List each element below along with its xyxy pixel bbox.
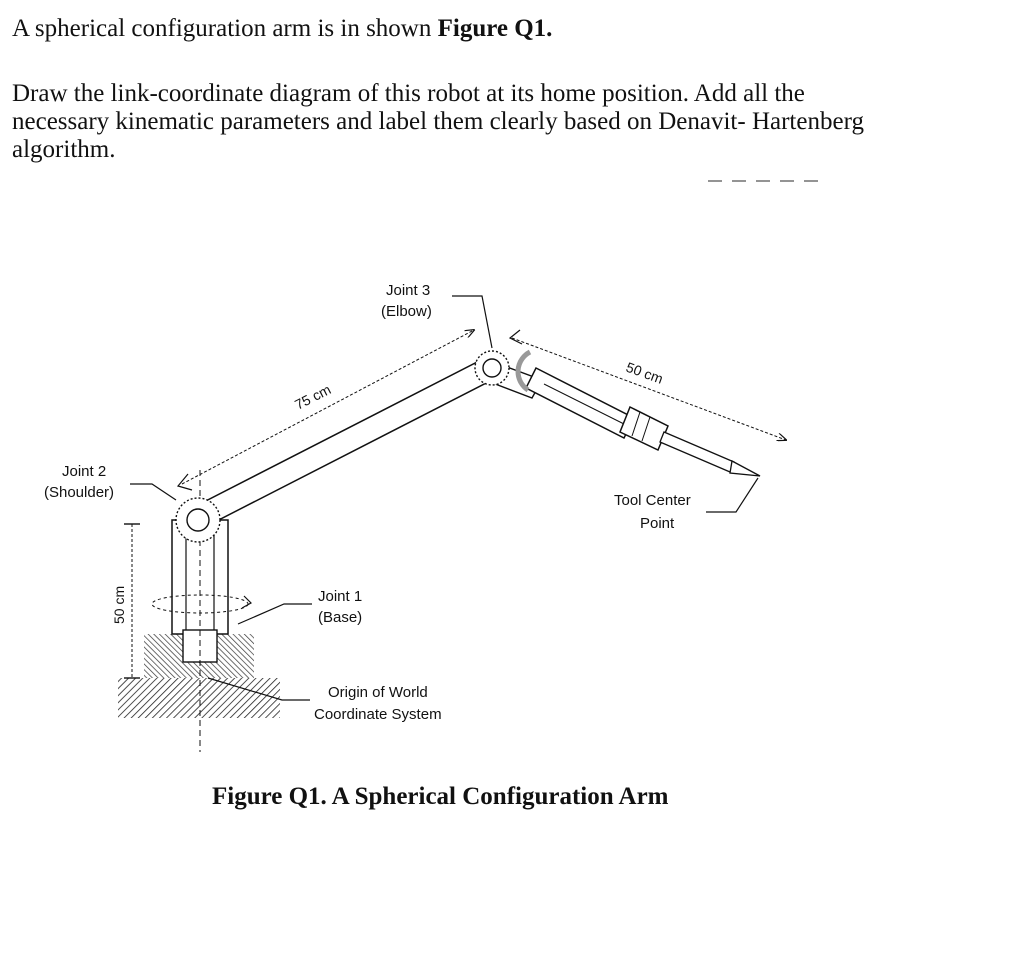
base-rotation-arrowhead [241, 595, 252, 609]
forearm-cylinder-detail [543, 383, 625, 425]
tool-tip [729, 459, 761, 477]
leader-tcp [706, 477, 759, 513]
wrist-flange-detail [641, 416, 651, 442]
dimension-forearm [511, 337, 786, 440]
dimension-upper-arm-start [176, 473, 193, 491]
dimension-label-forearm: 50 cm [624, 359, 665, 387]
elbow-cap [515, 349, 532, 393]
label-origin-line1: Origin of World [328, 684, 428, 701]
question-intro: A spherical configuration arm is in show… [12, 14, 552, 44]
label-joint3: Joint 3 [386, 282, 430, 299]
figure-caption: Figure Q1. A Spherical Configuration Arm [212, 783, 669, 810]
label-joint1: Joint 1 [318, 588, 362, 605]
label-joint2: Joint 2 [62, 463, 106, 480]
upper-arm-link [192, 357, 498, 528]
figure-reference: Figure Q1. [437, 15, 553, 42]
label-base: (Base) [318, 609, 362, 626]
question-intro-text: A spherical configuration arm is in show… [12, 15, 438, 42]
forearm-cylinder [524, 366, 636, 440]
label-tcp-line2: Point [640, 515, 675, 532]
wrist-flange-detail [631, 411, 641, 437]
question-task: Draw the link-coordinate diagram of this… [12, 80, 864, 163]
dimension-forearm-start [508, 329, 523, 345]
shoulder-joint-inner [186, 508, 210, 532]
wrist-flange [619, 405, 669, 452]
dimension-label-base-height: 50 cm [111, 586, 127, 624]
label-elbow: (Elbow) [381, 303, 432, 320]
leader-joint3 [452, 295, 493, 349]
leader-joint1 [237, 603, 312, 625]
leader-joint2 [130, 483, 177, 501]
label-shoulder: (Shoulder) [44, 484, 114, 501]
leader-origin [207, 677, 310, 701]
label-tcp-line1: Tool Center [614, 492, 691, 509]
label-origin-line2: Coordinate System [314, 706, 442, 723]
ground-hatch [118, 678, 280, 718]
elbow-joint-inner [482, 358, 502, 378]
dimension-label-upper-arm: 75 cm [292, 381, 333, 413]
tool-shank [659, 431, 735, 473]
dimension-upper-arm [181, 330, 474, 485]
